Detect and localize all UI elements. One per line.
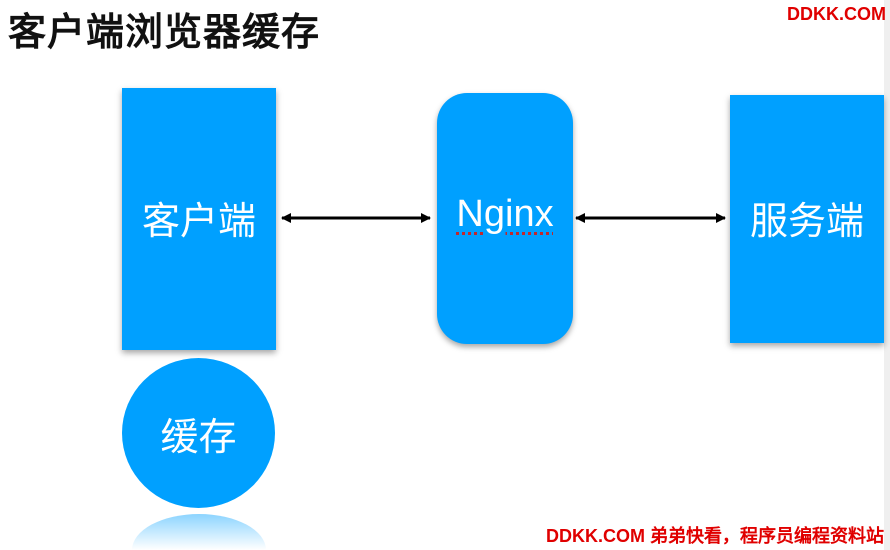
cache-reflection: [132, 514, 266, 550]
server-label: 服务端: [749, 198, 864, 243]
nginx-label: Nginx: [456, 193, 554, 235]
nginx-node: Nginx: [437, 93, 573, 344]
client-label: 客户端: [141, 198, 256, 243]
cache-label: 缓存: [160, 414, 237, 459]
server-node: 服务端: [730, 95, 884, 343]
watermark-bottom: DDKK.COM 弟弟快看，程序员编程资料站: [546, 526, 884, 546]
watermark-top: DDKK.COM: [787, 4, 886, 24]
client-node: 客户端: [122, 88, 276, 350]
cache-node: 缓存: [122, 358, 275, 508]
slide-title: 客户端浏览器缓存: [8, 10, 321, 54]
slide-edge: [884, 0, 890, 550]
